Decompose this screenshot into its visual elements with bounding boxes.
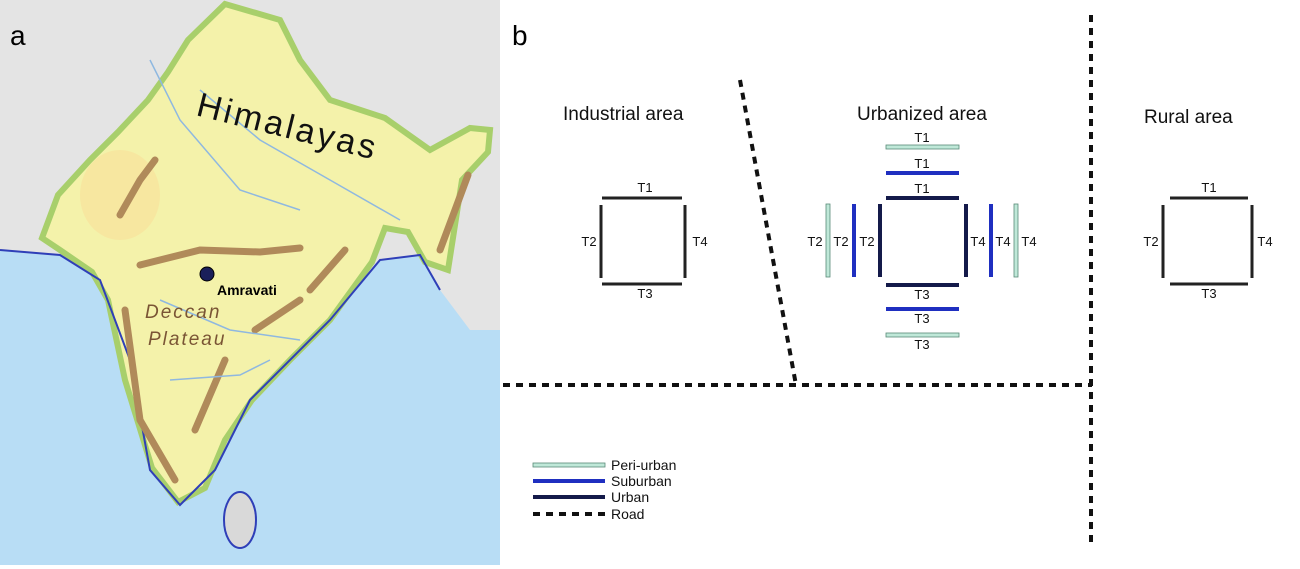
legend: Peri-urban Suburban Urban Road <box>532 457 676 522</box>
industrial-site <box>599 196 687 286</box>
transect-label: T1 <box>914 156 929 171</box>
transect-label: T2 <box>1143 234 1158 249</box>
amravati-label: Amravati <box>217 282 277 298</box>
transect-label: T2 <box>581 234 596 249</box>
transect-label: T2 <box>807 234 822 249</box>
transect-label: T1 <box>637 180 652 195</box>
legend-label: Road <box>611 506 644 522</box>
legend-label: Urban <box>611 489 649 505</box>
plateau-label: Plateau <box>148 329 226 350</box>
transect-label: T3 <box>637 286 652 301</box>
transect-label: T2 <box>833 234 848 249</box>
transect-label: T4 <box>692 234 707 249</box>
legend-swatch-suburban <box>533 479 605 483</box>
transect-label: T3 <box>914 337 929 352</box>
transect-label: T3 <box>1201 286 1216 301</box>
road-diagonal <box>738 79 798 386</box>
sri-lanka <box>223 491 257 549</box>
urbanized-site <box>825 144 1019 338</box>
mountain-ranges <box>116 156 472 484</box>
thar-region <box>80 150 160 240</box>
legend-swatch-peri-urban <box>532 462 606 468</box>
industrial-area-title: Industrial area <box>563 104 684 125</box>
transect-label: T3 <box>914 287 929 302</box>
transect-label: T3 <box>914 311 929 326</box>
transect-label: T4 <box>1021 234 1036 249</box>
coastline <box>0 249 441 507</box>
transect-label: T4 <box>1257 234 1272 249</box>
deccan-label: Deccan <box>145 302 221 323</box>
diagram-panel: b Industrial area Urbanized area Rural a… <box>503 15 1273 548</box>
panel-a-letter: a <box>10 20 26 51</box>
panel-b-letter: b <box>512 20 528 51</box>
urbanized-area-title: Urbanized area <box>857 104 987 125</box>
map-panel: Himalayas Amravati Deccan Plateau a <box>0 0 500 565</box>
rural-site <box>1161 196 1254 286</box>
rural-area-title: Rural area <box>1144 107 1233 128</box>
legend-swatch-urban <box>533 495 605 499</box>
transect-label: T1 <box>914 181 929 196</box>
rivers <box>149 59 401 381</box>
transect-label: T4 <box>970 234 985 249</box>
transect-label: T1 <box>1201 180 1216 195</box>
transect-label: T2 <box>859 234 874 249</box>
transect-label: T4 <box>995 234 1010 249</box>
transect-label: T1 <box>914 130 929 145</box>
amravati-marker <box>199 266 215 282</box>
legend-label: Peri-urban <box>611 457 676 473</box>
legend-label: Suburban <box>611 473 672 489</box>
